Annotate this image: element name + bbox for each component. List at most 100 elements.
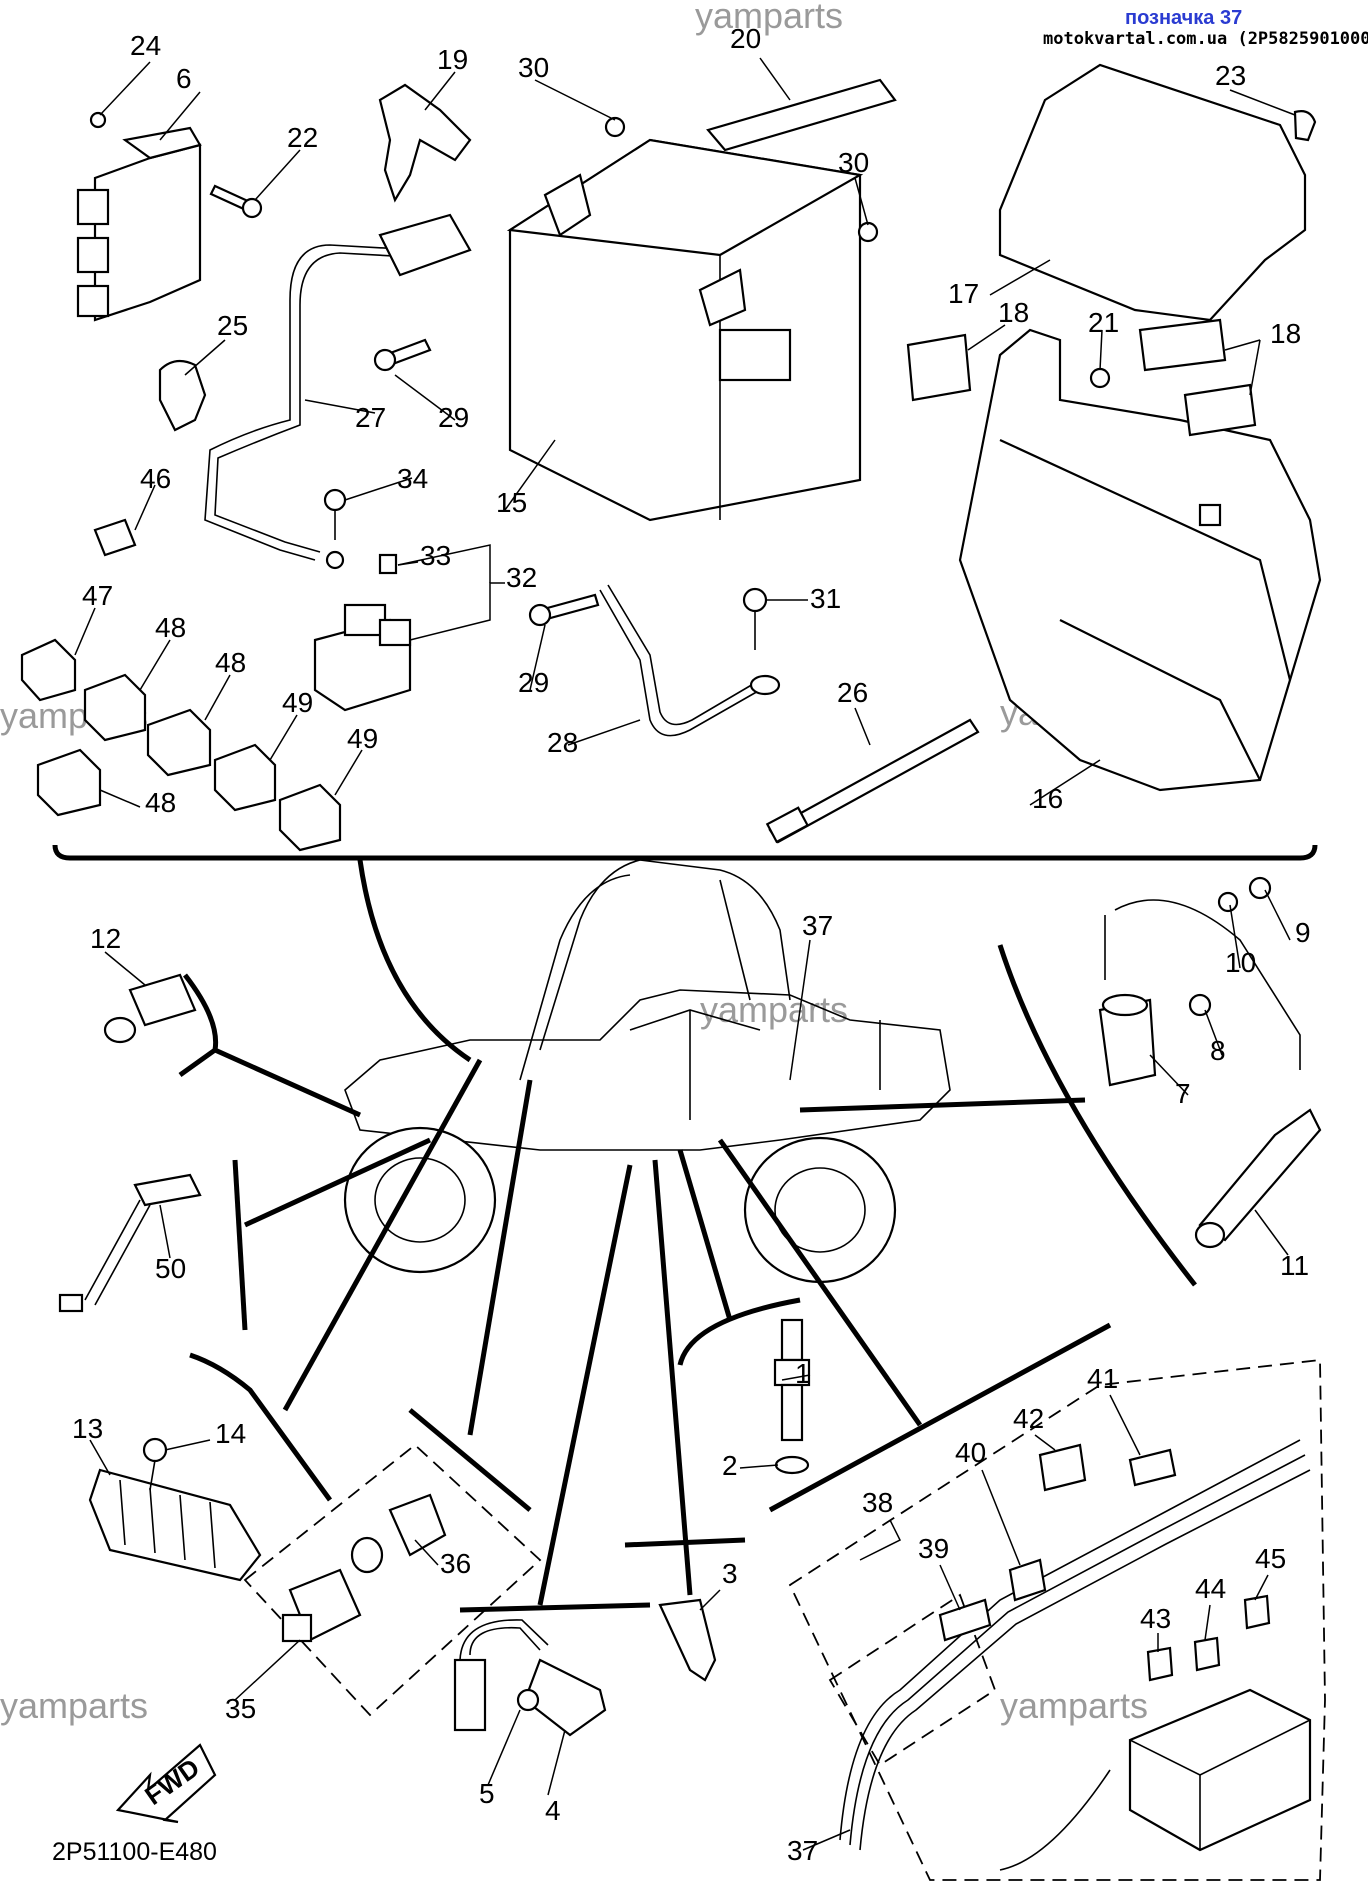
callout-36: 36 — [440, 1548, 471, 1579]
callout-38: 38 — [862, 1487, 893, 1518]
strap-part-20 — [706, 78, 897, 152]
watermark-6: yamparts — [1000, 1685, 1148, 1726]
sensor-part-50 — [58, 1173, 202, 1313]
callout-40: 40 — [955, 1437, 986, 1468]
nut-part-30a — [604, 116, 626, 138]
callout-21: 21 — [1088, 307, 1119, 338]
nut-part-24 — [89, 111, 107, 129]
switch-part-35 — [281, 1568, 362, 1643]
callout-29a: 29 — [438, 402, 469, 433]
screw-part-23 — [1293, 110, 1317, 142]
bolt-part-9 — [1248, 876, 1272, 900]
callout-20: 20 — [730, 23, 761, 54]
bolt-part-14 — [142, 1437, 168, 1463]
callout-24: 24 — [130, 30, 161, 61]
bracket-3 — [624, 1537, 746, 1548]
top-divider — [52, 844, 1318, 861]
callout-17: 17 — [948, 278, 979, 309]
bolt-part-5 — [516, 1688, 540, 1712]
callout-49a: 49 — [282, 687, 313, 718]
bolt-part-8 — [1188, 993, 1212, 1017]
fuse-box-part-48b — [146, 708, 212, 777]
callout-30a: 30 — [518, 52, 549, 83]
bolt-part-31 — [742, 587, 768, 613]
nut-part-30b — [857, 221, 879, 243]
callout-47: 47 — [82, 580, 113, 611]
callout-1: 1 — [795, 1358, 811, 1389]
callout-23: 23 — [1215, 60, 1246, 91]
source-label: motokvartal.com.ua (2P5825901000) — [1043, 29, 1368, 49]
callout-50: 50 — [155, 1253, 186, 1284]
fuse-box-part-48c — [36, 748, 102, 817]
bracket-1 — [677, 1297, 801, 1366]
front-wheel — [343, 1126, 497, 1274]
vehicle-outline — [344, 859, 951, 1151]
callout-30b: 30 — [838, 147, 869, 178]
cover-part-17 — [998, 63, 1307, 322]
callout-27: 27 — [355, 402, 386, 433]
starter-relay-part-32 — [313, 603, 412, 712]
ignition-coil-part-7 — [1098, 899, 1301, 1087]
spark-plug-part-1 — [773, 1318, 811, 1442]
assembly-box-35 — [243, 1443, 542, 1717]
pad-part-18a — [906, 333, 972, 402]
callout-22: 22 — [287, 122, 318, 153]
callout-43: 43 — [1140, 1603, 1171, 1634]
callout-32: 32 — [506, 562, 537, 593]
bolt-part-21 — [1089, 367, 1111, 389]
connector-part-39 — [938, 1598, 992, 1642]
clip-part-19 — [378, 83, 472, 203]
callout-3: 3 — [722, 1558, 738, 1589]
callout-10: 10 — [1225, 947, 1256, 978]
fuse-box-part-37 — [1128, 1688, 1312, 1852]
ecu-part-6 — [76, 126, 202, 322]
callout-7: 7 — [1175, 1078, 1191, 1109]
callout-48a: 48 — [155, 612, 186, 643]
callout-49b: 49 — [347, 723, 378, 754]
callout-42: 42 — [1013, 1403, 1044, 1434]
callout-13: 13 — [72, 1413, 103, 1444]
sensor-part-3 — [658, 1598, 717, 1682]
harness-sub-box-38 — [828, 1593, 997, 1767]
watermark-1: yamparts — [695, 0, 843, 36]
pad-part-18c — [1183, 383, 1257, 437]
bracket-4 — [459, 1602, 651, 1613]
clip-part-25 — [158, 359, 207, 432]
callout-44: 44 — [1195, 1573, 1226, 1604]
bracket-50 — [232, 1159, 248, 1331]
vehicle-leaders — [213, 859, 1086, 1606]
callout-9: 9 — [1295, 917, 1311, 948]
callout-11: 11 — [1280, 1250, 1309, 1281]
bracket-37 — [768, 1322, 1112, 1513]
bolt-part-34 — [323, 488, 347, 512]
connector-part-41 — [1128, 1448, 1177, 1487]
boot-part-27 — [378, 213, 472, 277]
bracket-36 — [408, 1408, 532, 1512]
callout-4: 4 — [545, 1795, 561, 1826]
callout-46: 46 — [140, 463, 171, 494]
harness-box-37 — [788, 1358, 1326, 1881]
callout-15: 15 — [496, 487, 527, 518]
callout-12: 12 — [90, 923, 121, 954]
bracket-12 — [178, 973, 219, 1078]
callout-48b: 48 — [215, 647, 246, 678]
relay-part-40 — [1008, 1558, 1047, 1602]
callout-16: 16 — [1032, 783, 1063, 814]
fuse-part-43 — [1146, 1646, 1174, 1682]
callout-35: 35 — [225, 1693, 256, 1724]
sensor-part-12 — [103, 973, 197, 1044]
washer-part-10 — [1217, 891, 1239, 913]
callout-37a: 37 — [802, 910, 833, 941]
callout-18b: 18 — [1270, 318, 1301, 349]
reference-title: позначка 37 — [1125, 7, 1242, 29]
fuse-box-part-47 — [20, 638, 77, 702]
callout-labels: 1 2 3 4 5 6 7 8 9 10 11 12 13 14 15 16 1… — [72, 23, 1311, 1866]
fuse-part-33 — [378, 553, 398, 575]
bracket-11 — [997, 944, 1197, 1287]
callout-14: 14 — [215, 1418, 246, 1449]
callout-8: 8 — [1210, 1035, 1226, 1066]
cable-part-28 — [599, 589, 761, 737]
fuse-part-45 — [1243, 1594, 1271, 1630]
fuse-box-part-49a — [213, 743, 277, 812]
